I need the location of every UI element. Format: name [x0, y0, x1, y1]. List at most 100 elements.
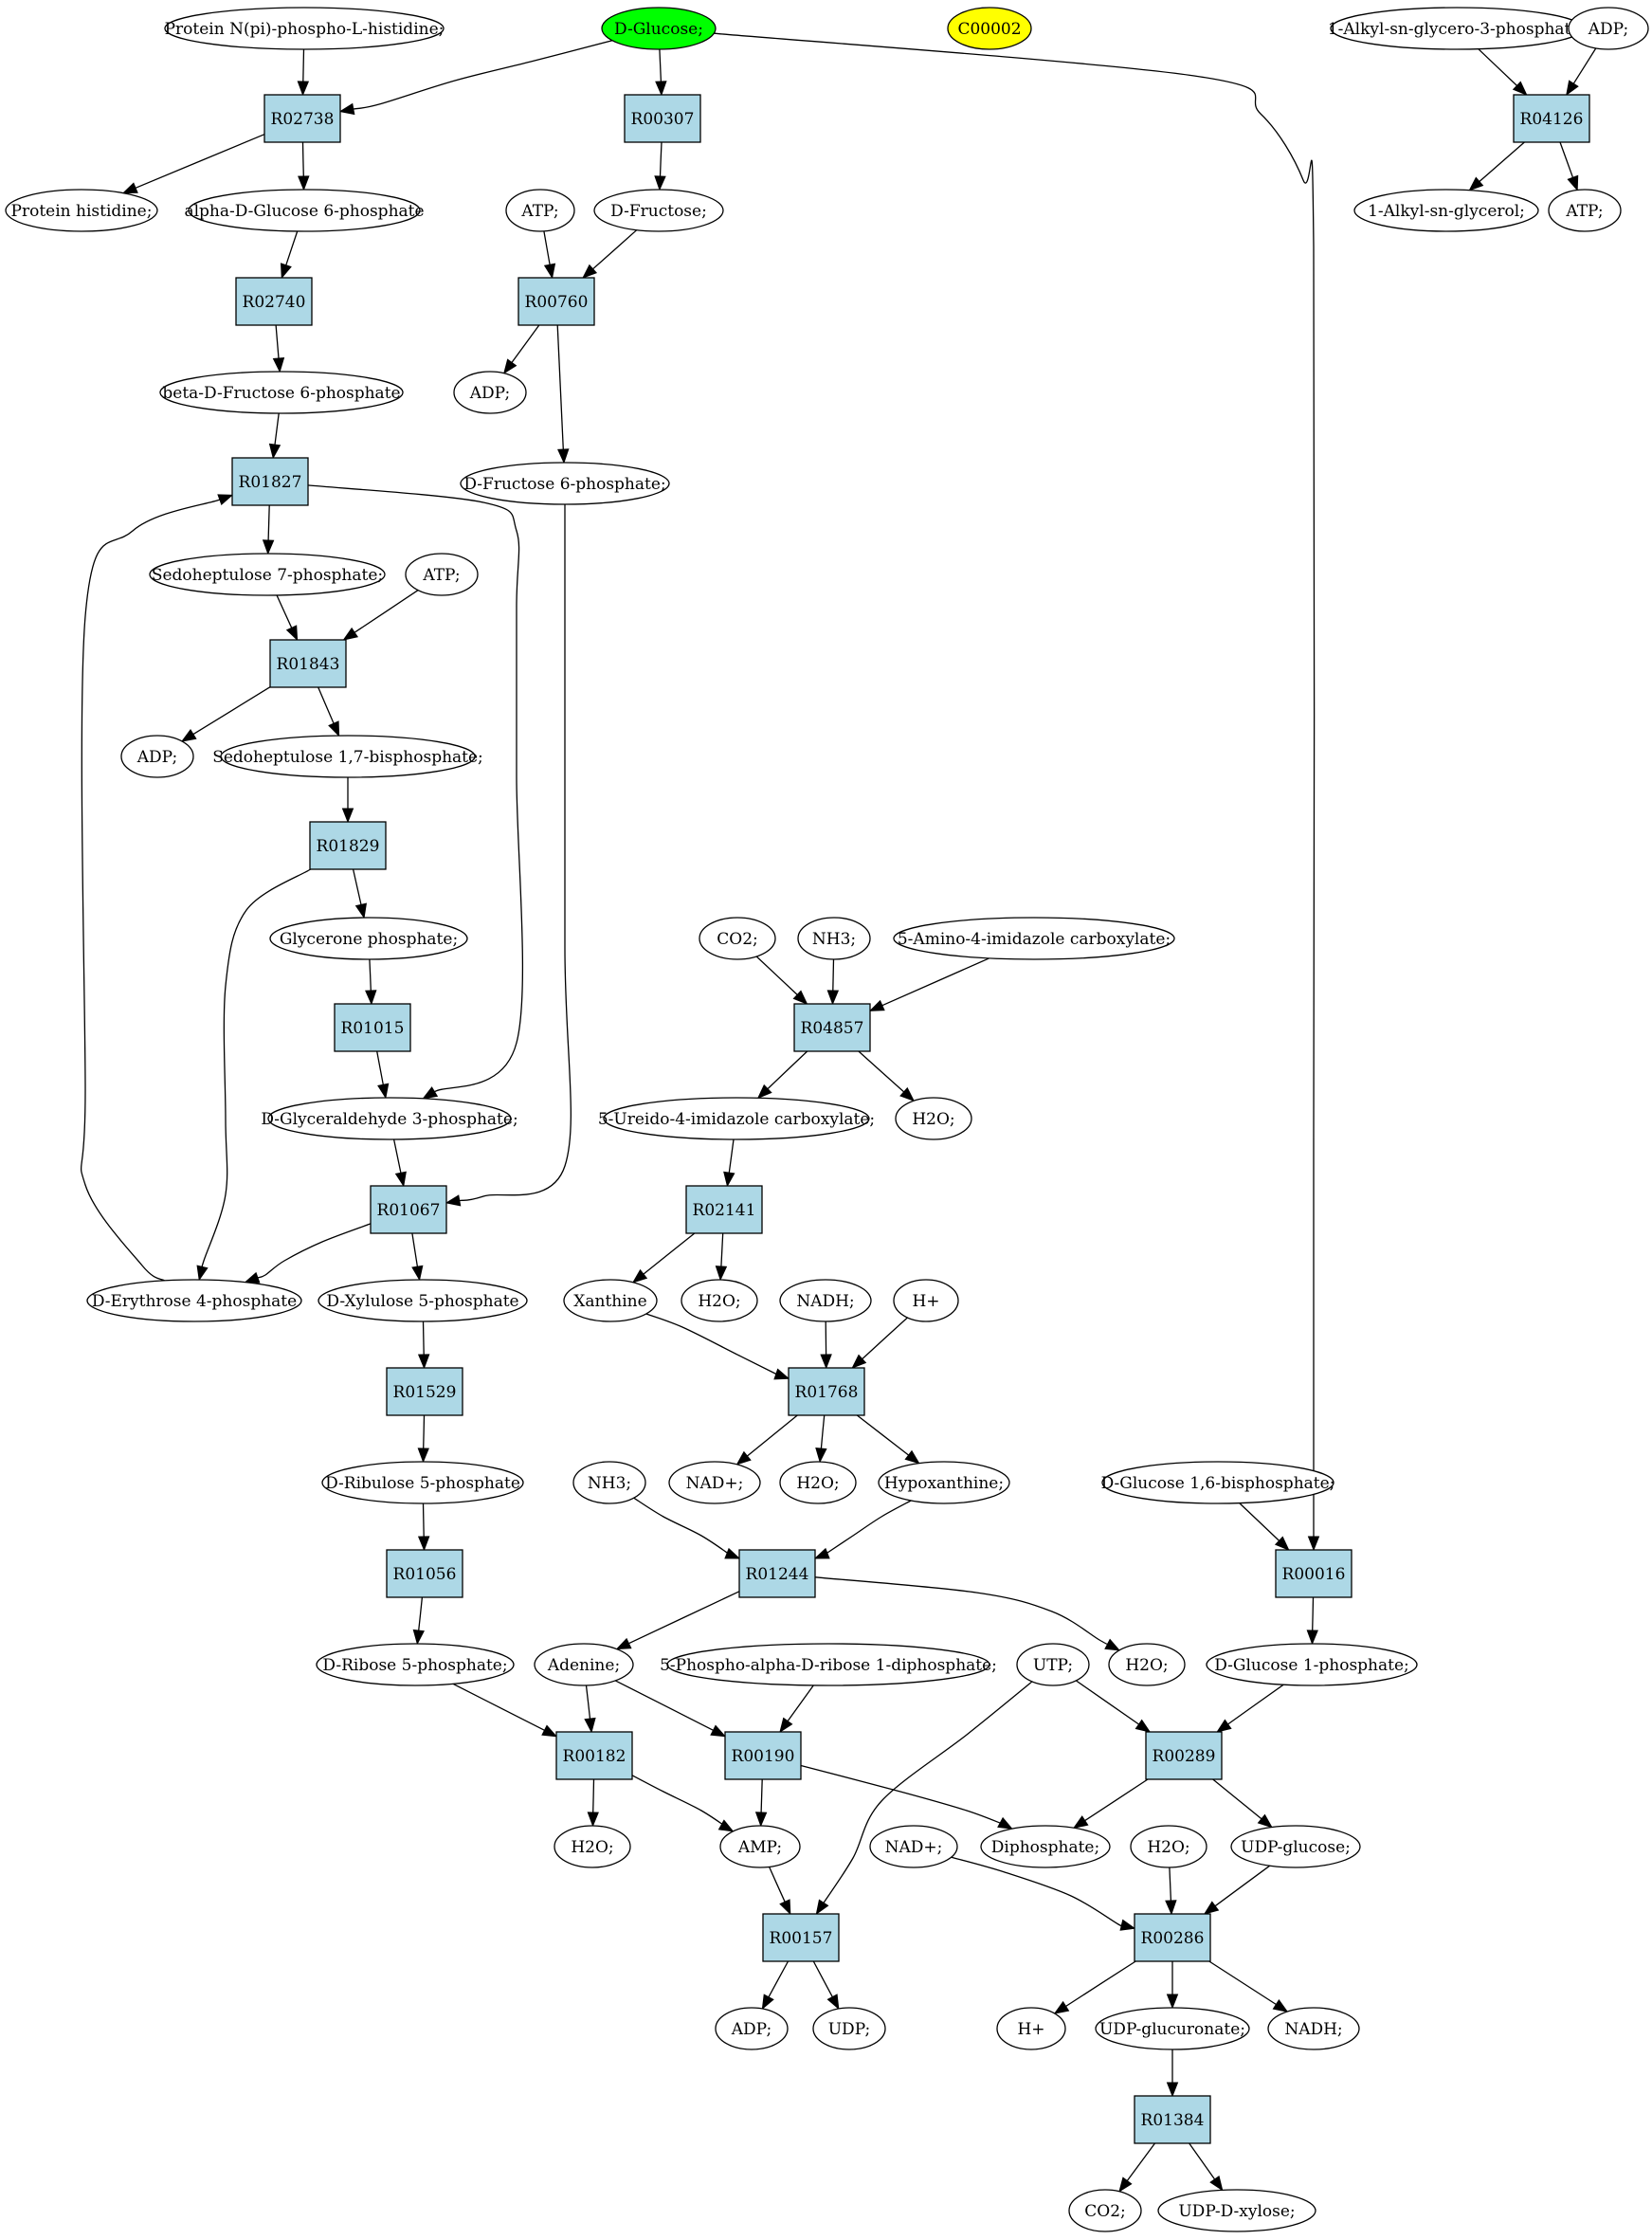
- edge-r00289-to-udp-glucose: [1212, 1778, 1273, 1829]
- compound-ellipse: [996, 2007, 1066, 2050]
- compound-node-udp-xylose[interactable]: UDP-D-xylose;: [1157, 2189, 1316, 2232]
- edge-line: [1559, 141, 1574, 178]
- compound-node-xanthine[interactable]: Xanthine: [563, 1279, 658, 1322]
- compound-node-nadplus-2[interactable]: NAD+;: [869, 1825, 958, 1868]
- reaction-node-r02738[interactable]: R02738: [263, 94, 341, 143]
- compound-node-atp-2[interactable]: ATP;: [405, 553, 479, 596]
- compound-node-aica[interactable]: 5-Amino-4-imidazole carboxylate;: [893, 917, 1175, 960]
- reaction-node-r01529[interactable]: R01529: [386, 1367, 463, 1416]
- compound-node-c00002[interactable]: C00002: [947, 7, 1032, 50]
- compound-node-bdf6p[interactable]: beta-D-Fructose 6-phosphate: [159, 371, 404, 414]
- edge-r02141-to-xanthine: [631, 1232, 696, 1284]
- compound-node-nadh-2[interactable]: NADH;: [1267, 2007, 1360, 2050]
- reaction-node-r01829[interactable]: R01829: [309, 821, 387, 870]
- edge-adg6p-to-r02740: [280, 230, 299, 280]
- compound-node-atp-top[interactable]: ATP;: [1548, 189, 1622, 232]
- compound-node-nadplus-1[interactable]: NAD+;: [668, 1461, 761, 1504]
- edge-r01768-to-hypoxanthine: [856, 1414, 920, 1465]
- reaction-node-r00307[interactable]: R00307: [624, 94, 701, 143]
- reaction-node-r00286[interactable]: R00286: [1134, 1913, 1211, 1962]
- edge-line: [615, 1680, 714, 1731]
- compound-node-d-fructose[interactable]: D-Fructose;: [593, 189, 724, 232]
- node-label: ADP;: [136, 748, 177, 767]
- compound-node-h2o-5[interactable]: H2O;: [554, 1825, 631, 1868]
- edge-line: [659, 48, 663, 82]
- reaction-node-r02740[interactable]: R02740: [235, 277, 313, 326]
- compound-node-h2o-4[interactable]: H2O;: [1108, 1643, 1186, 1686]
- compound-node-udp-glucose[interactable]: UDP-glucose;: [1230, 1825, 1361, 1868]
- compound-ellipse: [318, 1279, 528, 1322]
- reaction-node-r01067[interactable]: R01067: [370, 1185, 447, 1234]
- node-label: H2O;: [1125, 1656, 1168, 1675]
- compound-node-uica[interactable]: 5-Ureido-4-imidazole carboxylate;: [598, 1097, 875, 1140]
- compound-node-prot-his[interactable]: Protein histidine;: [5, 189, 158, 232]
- compound-node-s17bp[interactable]: Sedoheptulose 1,7-bisphosphate;: [212, 735, 483, 778]
- reaction-node-r01056[interactable]: R01056: [386, 1549, 463, 1598]
- compound-node-g16bp[interactable]: D-Glucose 1,6-bisphosphate;: [1101, 1461, 1335, 1504]
- compound-node-adenine[interactable]: Adenine;: [534, 1643, 634, 1686]
- compound-node-h2o-1[interactable]: H2O;: [895, 1097, 972, 1140]
- reaction-node-r04126[interactable]: R04126: [1513, 94, 1590, 143]
- compound-node-udp-glucuronate[interactable]: UDP-glucuronate;: [1095, 2007, 1250, 2050]
- edge-s17bp-to-r01829: [341, 777, 354, 824]
- compound-node-adp-3[interactable]: ADP;: [715, 2007, 789, 2050]
- compound-node-udp[interactable]: UDP;: [812, 2007, 886, 2050]
- compound-node-nh3-1[interactable]: NH3;: [797, 917, 871, 960]
- compound-node-adp-top[interactable]: ADP;: [1568, 7, 1649, 50]
- edge-r01015-to-g3p: [376, 1050, 390, 1100]
- reaction-node-r00289[interactable]: R00289: [1145, 1731, 1223, 1780]
- compound-node-g1p[interactable]: D-Glucose 1-phosphate;: [1206, 1643, 1418, 1686]
- reaction-node-r01015[interactable]: R01015: [334, 1003, 411, 1052]
- compound-node-prot-his-p[interactable]: Protein N(pi)-phospho-L-histidine;: [164, 7, 445, 50]
- reaction-node-r00190[interactable]: R00190: [724, 1731, 802, 1780]
- compound-node-df6p[interactable]: D-Fructose 6-phosphate;: [460, 462, 670, 505]
- compound-node-r5p[interactable]: D-Ribose 5-phosphate;: [316, 1643, 515, 1686]
- compound-node-prpp[interactable]: 5-Phospho-alpha-D-ribose 1-diphosphate;: [660, 1643, 997, 1686]
- compound-node-atp-1[interactable]: ATP;: [505, 189, 575, 232]
- compound-node-h2o-2[interactable]: H2O;: [681, 1279, 758, 1322]
- reaction-node-r00760[interactable]: R00760: [517, 277, 595, 326]
- compound-node-hplus-1[interactable]: H+: [893, 1279, 959, 1322]
- compound-node-amp[interactable]: AMP;: [719, 1825, 801, 1868]
- edge-r01067-to-xu5p: [411, 1232, 424, 1282]
- edge-line: [1065, 1960, 1136, 2008]
- compound-ellipse: [159, 371, 404, 414]
- compound-node-utp[interactable]: UTP;: [1016, 1643, 1090, 1686]
- reaction-node-r04857[interactable]: R04857: [793, 1003, 871, 1052]
- compound-node-nh3-2[interactable]: NH3;: [572, 1461, 646, 1504]
- compound-node-co2-1[interactable]: CO2;: [699, 917, 776, 960]
- arrowhead-icon: [815, 1448, 827, 1464]
- compound-node-co2-2[interactable]: CO2;: [1068, 2189, 1142, 2232]
- reaction-node-r02141[interactable]: R02141: [685, 1185, 763, 1234]
- compound-node-adp-2[interactable]: ADP;: [120, 735, 194, 778]
- compound-node-s7p[interactable]: Sedoheptulose 7-phosphate;: [149, 553, 386, 596]
- compound-node-ru5p[interactable]: D-Ribulose 5-phosphate: [321, 1461, 524, 1504]
- edge-line: [201, 868, 312, 1269]
- compound-node-alkyl-glycerol[interactable]: 1-Alkyl-sn-glycerol;: [1353, 189, 1539, 232]
- compound-node-e4p[interactable]: D-Erythrose 4-phosphate: [86, 1279, 302, 1322]
- compound-node-diphosphate[interactable]: Diphosphate;: [980, 1825, 1111, 1868]
- compound-node-nadh-1[interactable]: NADH;: [779, 1279, 872, 1322]
- compound-node-adg6p[interactable]: alpha-D-Glucose 6-phosphate: [184, 189, 425, 232]
- compound-node-hypoxanthine[interactable]: Hypoxanthine;: [878, 1461, 1010, 1504]
- reaction-node-r00157[interactable]: R00157: [762, 1913, 840, 1962]
- compound-node-g3p[interactable]: D-Glyceraldehyde 3-phosphate;: [261, 1097, 518, 1140]
- reaction-node-r01827[interactable]: R01827: [231, 457, 309, 506]
- edge-r01529-to-ru5p: [417, 1414, 429, 1464]
- compound-node-adp-1[interactable]: ADP;: [453, 371, 527, 414]
- compound-node-xu5p[interactable]: D-Xylulose 5-phosphate: [318, 1279, 528, 1322]
- compound-node-h2o-3[interactable]: H2O;: [779, 1461, 857, 1504]
- reaction-node-r01384[interactable]: R01384: [1134, 2095, 1211, 2144]
- reaction-node-r00182[interactable]: R00182: [555, 1731, 633, 1780]
- compound-node-hplus-2[interactable]: H+: [996, 2007, 1066, 2050]
- compound-node-d-glucose[interactable]: D-Glucose;: [601, 7, 717, 50]
- reaction-node-r01843[interactable]: R01843: [269, 639, 347, 688]
- compound-node-gp[interactable]: Glycerone phosphate;: [269, 917, 468, 960]
- edge-line: [459, 503, 572, 1202]
- reaction-node-r00016[interactable]: R00016: [1275, 1549, 1352, 1598]
- arrowhead-icon: [655, 81, 667, 97]
- compound-node-h2o-6[interactable]: H2O;: [1130, 1825, 1207, 1868]
- reaction-node-r01244[interactable]: R01244: [738, 1549, 816, 1598]
- compound-node-alkyl-g3p[interactable]: 1-Alkyl-sn-glycero-3-phosphate;: [1328, 7, 1586, 50]
- reaction-node-r01768[interactable]: R01768: [788, 1367, 865, 1416]
